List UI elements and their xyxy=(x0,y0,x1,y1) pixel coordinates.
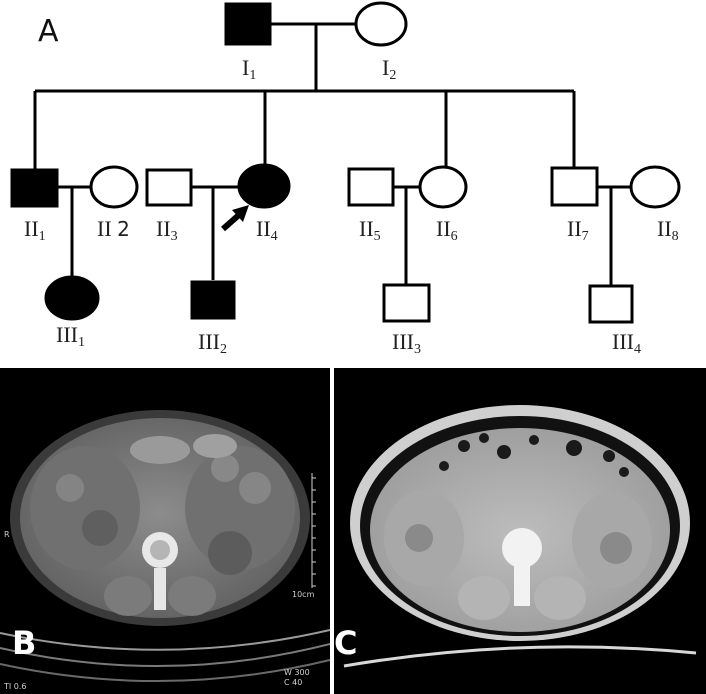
label-I1: I1 xyxy=(242,55,257,83)
window-center: C 40 xyxy=(284,678,303,687)
individual-II3 xyxy=(145,168,193,207)
label-II1: II1 xyxy=(24,216,46,244)
individual-I2 xyxy=(354,1,408,47)
label-II7: II7 xyxy=(567,216,589,244)
individual-II1 xyxy=(10,168,59,208)
label-II6: II6 xyxy=(436,216,458,244)
label-II5: II5 xyxy=(359,216,381,244)
scale-label: 10cm xyxy=(292,590,315,599)
window-width: W 300 xyxy=(284,668,310,677)
label-I2: I2 xyxy=(382,55,397,83)
panel-b-label: B xyxy=(12,624,37,662)
individual-III2 xyxy=(190,280,236,320)
label-II2: II 2 xyxy=(97,216,130,241)
individual-II6 xyxy=(418,165,468,209)
individual-III1 xyxy=(44,275,100,321)
individual-I1 xyxy=(224,2,272,46)
pedigree-chart xyxy=(10,1,681,324)
individual-II7 xyxy=(550,166,599,207)
proband-arrow xyxy=(221,205,249,232)
label-III4: III4 xyxy=(612,329,641,357)
individual-III3 xyxy=(382,283,431,323)
label-II4: II4 xyxy=(256,216,278,244)
individual-II8 xyxy=(629,165,681,209)
panel-a-label: A xyxy=(38,14,59,49)
label-III1: III1 xyxy=(56,322,85,350)
individual-III4 xyxy=(588,284,634,324)
individual-II5 xyxy=(347,167,395,207)
label-III2: III2 xyxy=(198,329,227,357)
side-marker: R xyxy=(4,530,10,539)
individual-II2 xyxy=(89,165,139,209)
panel-c-label: C xyxy=(334,624,358,662)
corner-left: TI 0.6 xyxy=(4,682,27,691)
individual-II4 xyxy=(237,163,291,209)
ct-image-b: R 10cm TI 0.6 W 300 C 40 B xyxy=(0,368,330,694)
label-II3: II3 xyxy=(156,216,178,244)
ct-image-c: C xyxy=(334,368,706,694)
label-III3: III3 xyxy=(392,329,421,357)
label-II8: II8 xyxy=(657,216,679,244)
